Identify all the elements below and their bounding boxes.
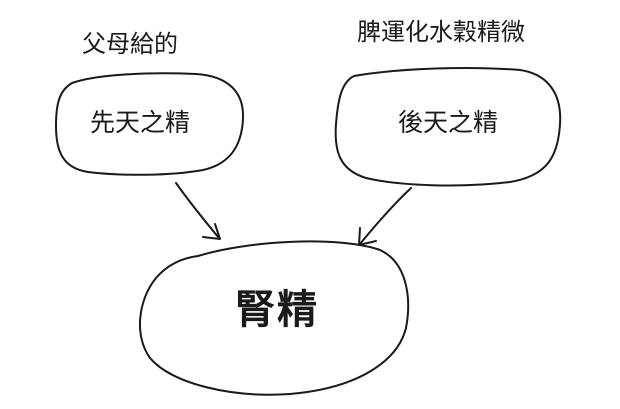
right-arrow-head: [358, 227, 377, 246]
right-node-outline: [334, 67, 562, 187]
left-node-label: 先天之精: [90, 108, 191, 137]
right-arrow-line: [359, 187, 412, 245]
left-arrow-head: [202, 223, 221, 240]
right-caption: 脾運化水穀精微: [357, 18, 525, 46]
right-node-label: 後天之精: [398, 108, 499, 137]
left-arrow-line: [175, 182, 220, 239]
bottom-node-outline: [139, 240, 410, 396]
left-caption: 父母給的: [82, 30, 178, 58]
bottom-node-label: 腎精: [235, 287, 319, 333]
left-node-outline: [55, 72, 245, 176]
